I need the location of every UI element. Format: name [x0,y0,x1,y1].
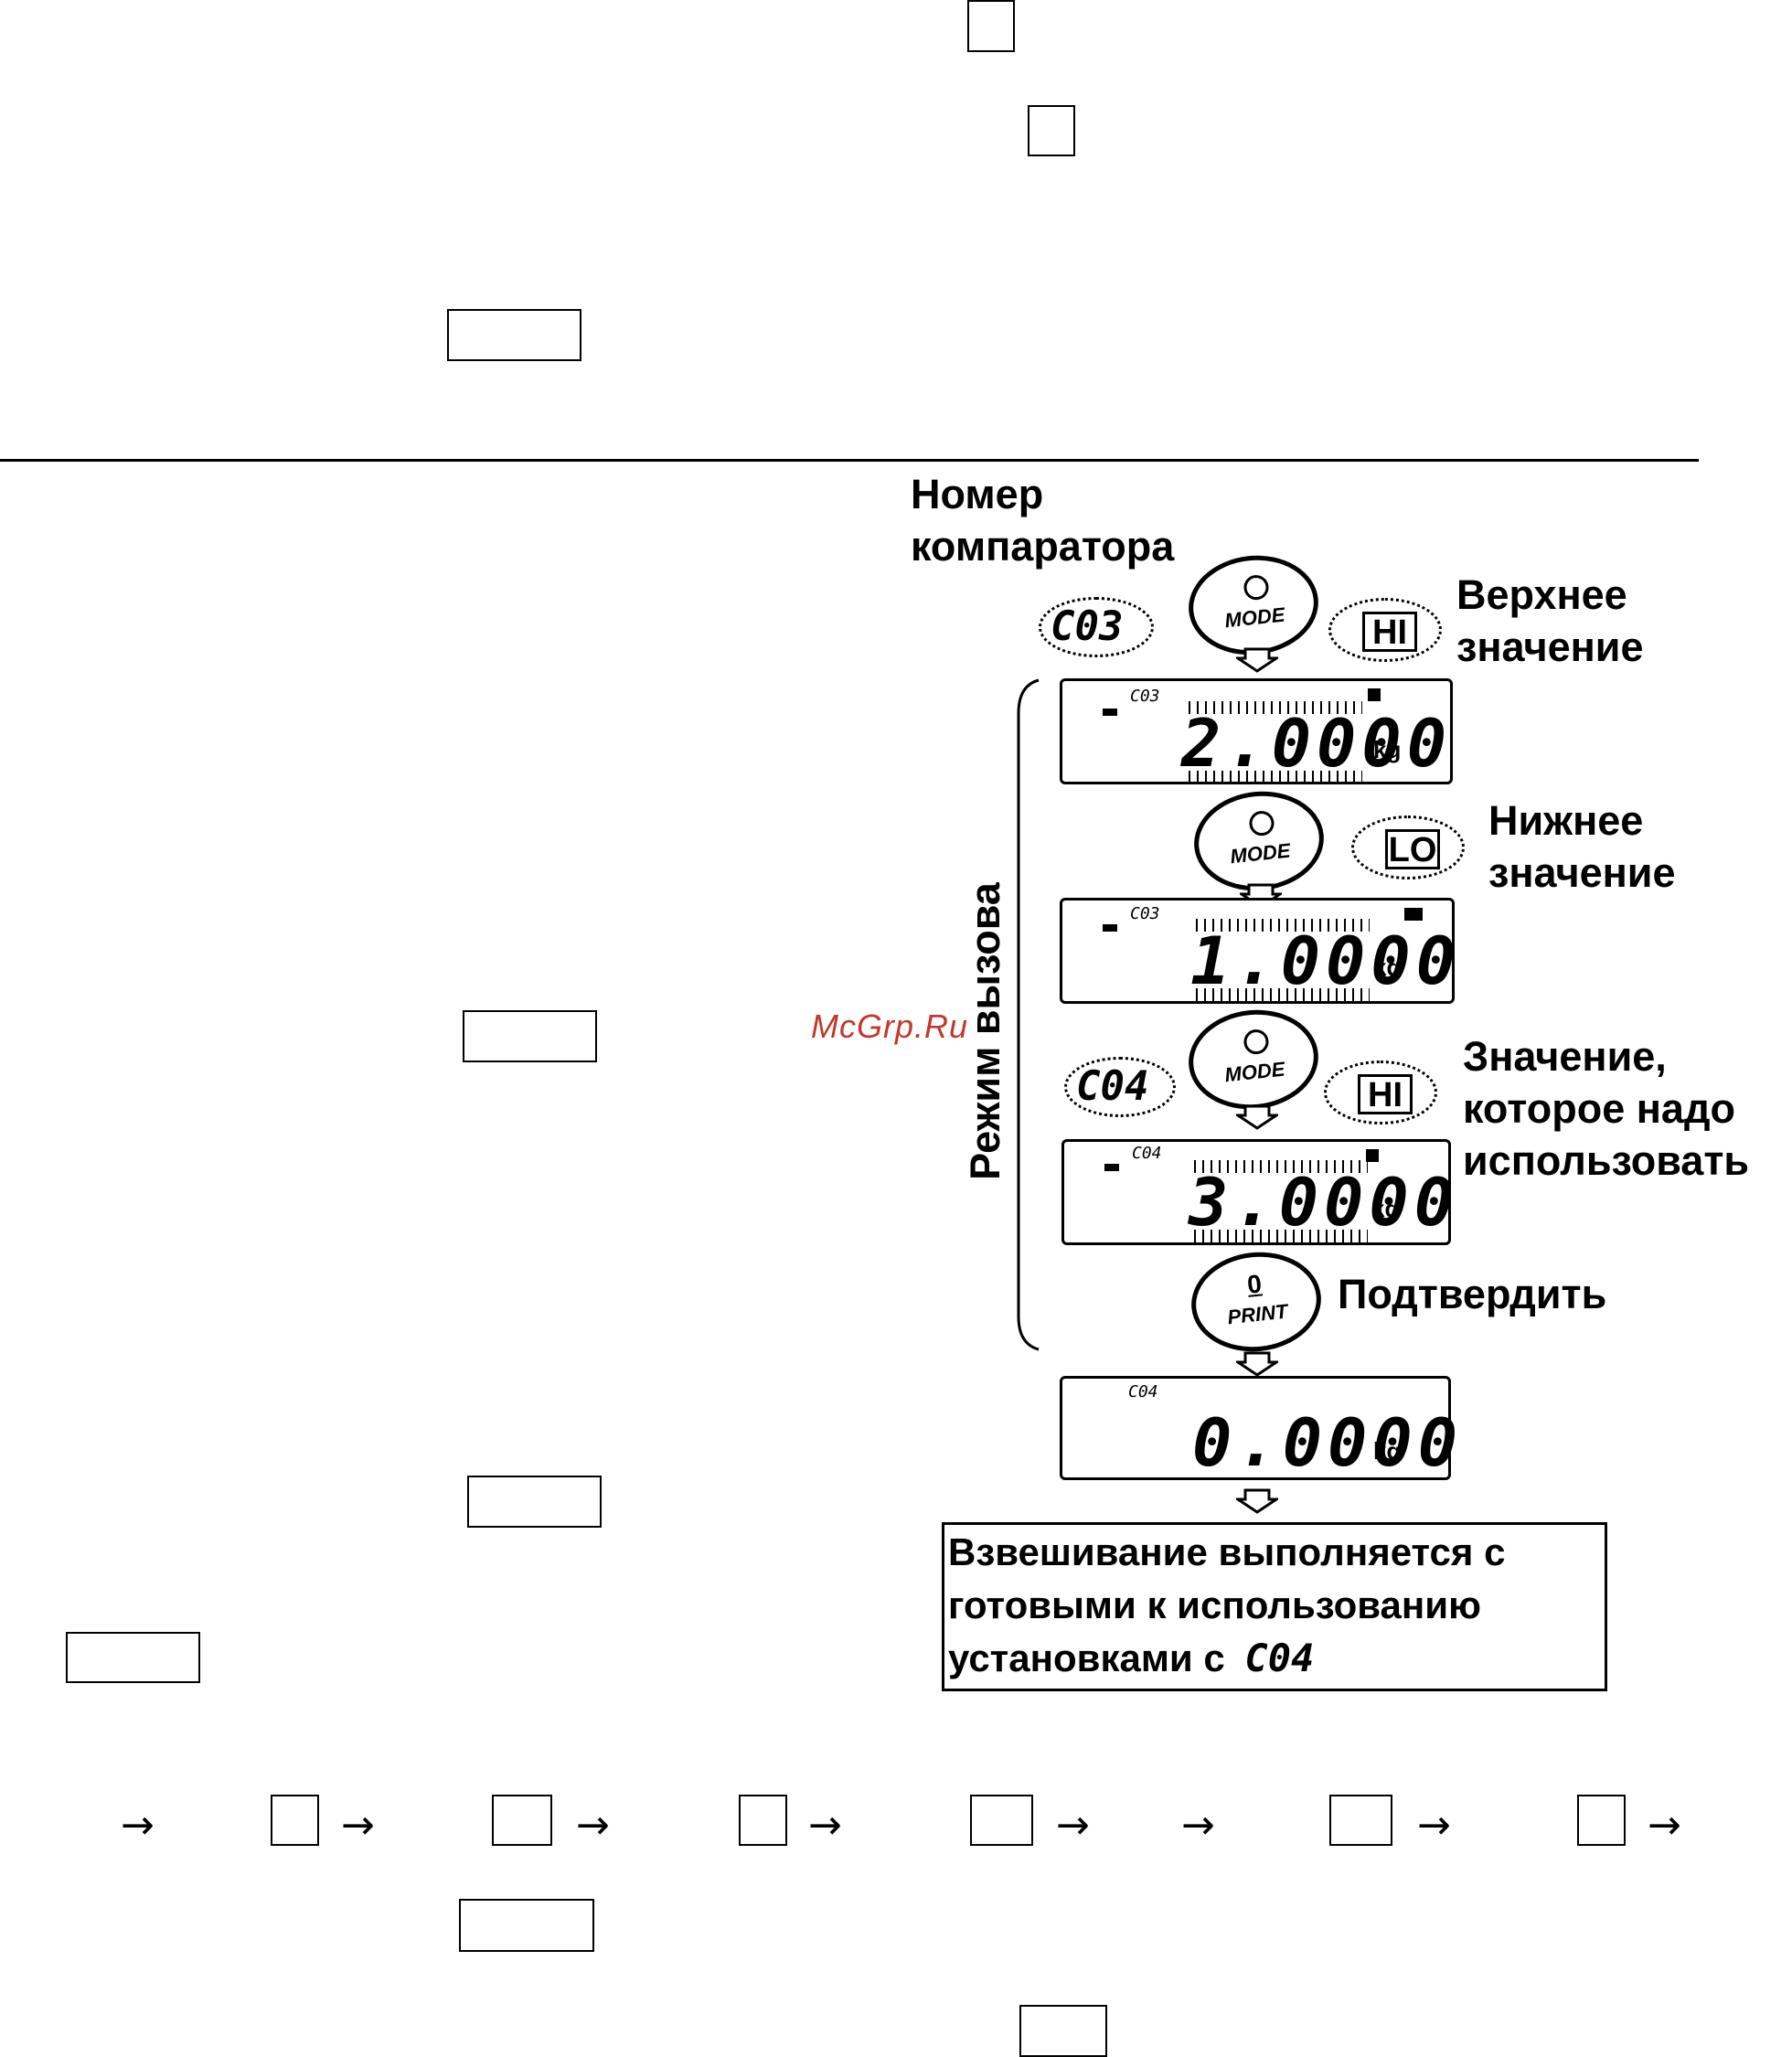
label-value-line1: Значение, [1463,1033,1667,1080]
result-line3-text: установками с [948,1636,1225,1679]
key-placeholder [463,1010,597,1062]
key-placeholder [1019,2005,1107,2057]
display3-unit: kg [1371,1195,1400,1222]
lcd-display-1: C03 2.0000 kg [1060,678,1453,784]
mode-button-label: MODE [1229,838,1292,869]
flow-arrow: → [121,1802,155,1849]
display3-value: 3.0000 [1189,1164,1460,1241]
label-confirm: Подтвердить [1338,1271,1607,1317]
key-placeholder [967,0,1015,52]
bargraph [1196,919,1370,932]
key-placeholder [66,1632,200,1683]
bargraph [1194,1160,1368,1173]
label-lower-line2: значение [1488,849,1676,896]
lcd-display-4: C04 0.0000 kg [1060,1376,1457,1480]
hi-badge: HI [1362,612,1417,652]
recall-mode-bracket [1017,678,1040,1351]
code-c03-callout: C03 [1039,597,1154,657]
section-divider [0,459,1699,462]
display1-value: 2.0000 [1181,705,1453,782]
display4-value: 0.0000 [1192,1404,1464,1481]
lcd-display-3: C04 3.0000 kg [1061,1139,1454,1245]
key-placeholder [1329,1795,1392,1846]
hi-indicator [1368,688,1381,701]
mode-button[interactable]: MODE [1183,549,1324,662]
down-arrow-icon [1236,1488,1278,1514]
hi-badge: HI [1358,1074,1413,1114]
watermark: McGrp.Ru [811,1007,969,1045]
result-line1: Взвешивание выполняется с [948,1530,1506,1573]
flow-arrow: → [1056,1802,1090,1849]
mode-button-label: MODE [1223,602,1286,633]
result-box: Взвешивание выполняется с готовыми к исп… [942,1522,1607,1691]
flow-arrow: → [1648,1802,1681,1849]
key-placeholder [1577,1795,1626,1846]
bargraph [1189,771,1362,783]
display2-unit: kg [1373,954,1402,981]
display1-code: C03 [1130,687,1160,706]
label-comparator-line2: компаратора [911,523,1175,570]
bargraph [1196,988,1370,1001]
flow-arrow: → [1417,1802,1451,1849]
key-placeholder [447,309,581,361]
label-value-line2: которое надо [1463,1085,1735,1132]
flow-arrow: → [1181,1802,1215,1849]
result-line3: установками с C04 [948,1633,1314,1684]
display2-value: 1.0000 [1190,922,1462,999]
flow-arrow: → [576,1802,610,1849]
label-value-line3: использовать [1463,1137,1750,1184]
code-c04-text: C04 [1076,1063,1149,1110]
code-c03-text: C03 [1051,603,1124,650]
display2-code: C03 [1130,904,1160,923]
key-placeholder [970,1795,1033,1846]
lo-indicator [1404,908,1423,921]
label-comparator-line1: Номер [911,471,1044,517]
down-arrow-icon [1236,1104,1278,1130]
rotate-icon [1243,1029,1269,1055]
bargraph [1189,701,1362,714]
mode-button[interactable]: MODE [1183,1003,1324,1116]
key-placeholder [459,1899,594,1952]
flow-arrow: → [341,1802,375,1849]
display4-unit: kg [1373,1437,1402,1465]
lo-badge: LO [1385,829,1440,869]
label-upper-line2: значение [1456,623,1644,670]
down-arrow-icon [1236,1351,1278,1377]
display1-unit: kg [1373,736,1402,763]
print-button[interactable]: 0 PRINT [1186,1245,1327,1359]
label-lower-line1: Нижнее [1488,797,1644,844]
key-placeholder [739,1795,787,1846]
pointer-icon [1104,1164,1119,1171]
code-c04-callout: C04 [1064,1057,1176,1117]
bargraph [1194,1230,1368,1242]
display3-code: C04 [1132,1144,1162,1163]
key-placeholder [1028,105,1075,156]
key-placeholder [467,1476,602,1528]
display4-code: C04 [1128,1382,1158,1402]
mode-button-label: MODE [1223,1057,1286,1087]
mode-button[interactable]: MODE [1189,784,1329,898]
key-placeholder [492,1795,552,1846]
down-arrow-icon [1236,647,1278,673]
rotate-icon [1243,575,1269,601]
hi-indicator [1366,1149,1379,1162]
rotate-icon [1249,811,1275,837]
hi-callout: HI [1328,598,1442,662]
lo-callout: LO [1351,815,1465,879]
hi-callout: HI [1324,1060,1437,1124]
pointer-icon [1103,924,1117,932]
key-placeholder [271,1795,319,1846]
pointer-icon [1103,709,1117,716]
result-code: C04 [1244,1636,1315,1680]
label-upper-line1: Верхнее [1456,571,1627,618]
flow-arrow: → [808,1802,842,1849]
result-line2: готовыми к использованию [948,1583,1481,1626]
lcd-display-2: C03 1.0000 kg [1060,898,1456,1004]
